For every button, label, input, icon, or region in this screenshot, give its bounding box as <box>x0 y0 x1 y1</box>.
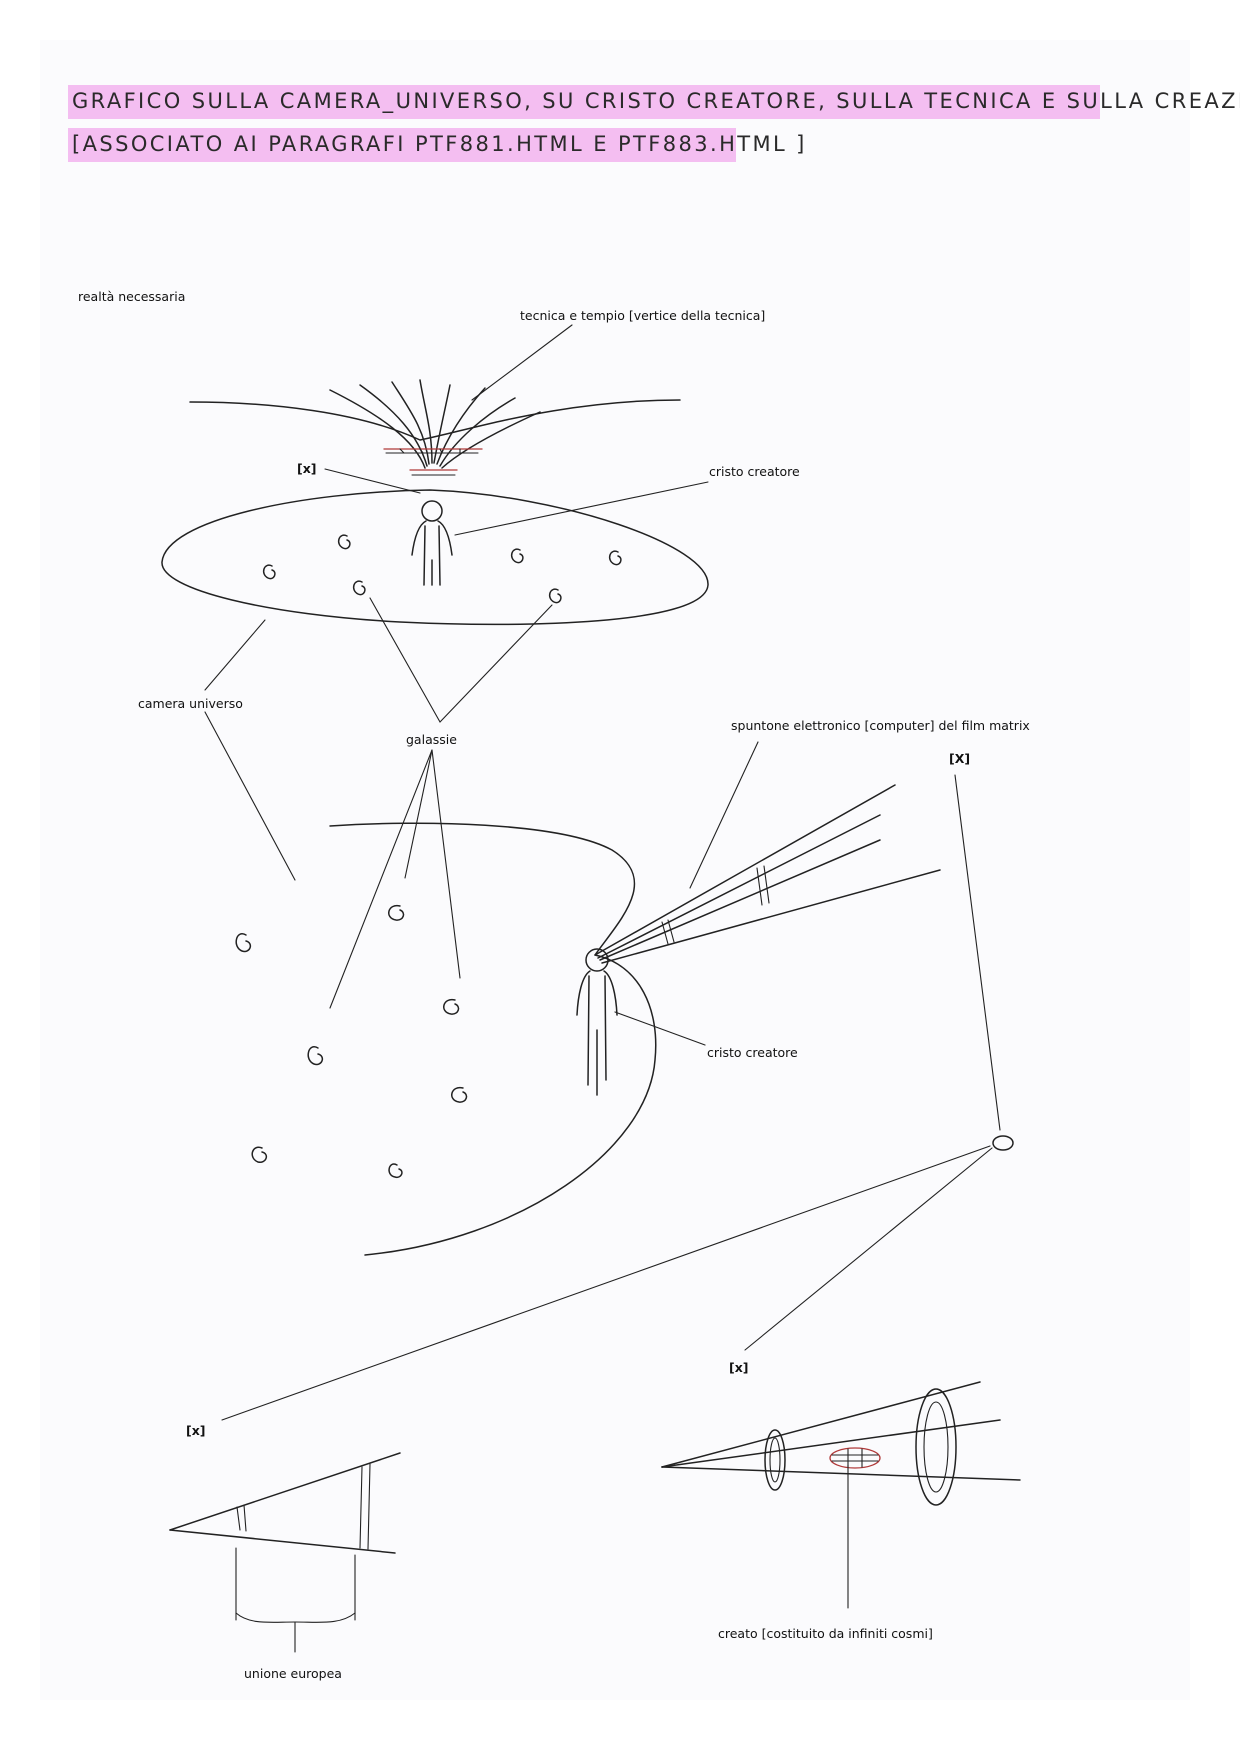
leader-cristo-top <box>454 481 709 536</box>
label-creato: creato [costituito da infiniti cosmi] <box>718 1626 933 1641</box>
leader-galassie-a <box>369 597 441 723</box>
paper-sheet <box>40 40 1190 1700</box>
label-x-top: [x] <box>297 461 317 476</box>
title-highlight-2 <box>68 128 736 162</box>
label-spuntone: spuntone elettronico [computer] del film… <box>731 718 1030 733</box>
leader-camera-top <box>204 619 266 691</box>
title-highlight-1 <box>68 85 1100 119</box>
camera-universo-mid <box>329 822 657 1256</box>
galaxy-spiral-icon <box>235 904 468 1179</box>
label-x-lower-left: [x] <box>186 1423 206 1438</box>
label-galassie: galassie <box>406 732 457 747</box>
tecnica-fan <box>329 379 541 469</box>
page-title: GRAFICO SULLA CAMERA_UNIVERSO, SU CRISTO… <box>72 89 1240 113</box>
label-x-lower-right: [x] <box>729 1360 749 1375</box>
label-x-right: [X] <box>949 751 971 766</box>
leader-tecnica <box>471 324 573 401</box>
leader-x-right <box>954 774 1001 1131</box>
camera-universo-top <box>161 489 709 626</box>
tecnica-rungs <box>383 448 483 476</box>
galaxy-spiral-icon <box>262 534 622 604</box>
leader-spuntone <box>689 741 759 889</box>
leader-cristo-mid <box>614 1011 706 1046</box>
label-cristo-creatore-mid: cristo creatore <box>707 1045 798 1060</box>
leader-camera-mid <box>204 711 296 881</box>
realta-necessaria-curve <box>189 399 681 441</box>
label-realta-necessaria: realtà necessaria <box>78 289 186 304</box>
unione-europea-cone <box>169 1452 401 1653</box>
label-unione-europea: unione europea <box>244 1666 342 1681</box>
label-camera-universo: camera universo <box>138 696 243 711</box>
leader-x-left <box>221 1145 991 1421</box>
leader-galassie-b <box>439 604 553 723</box>
human-figure-icon <box>411 500 453 586</box>
label-cristo-creatore-top: cristo creatore <box>709 464 800 479</box>
label-tecnica-tempio: tecnica e tempio [vertice della tecnica] <box>520 308 766 323</box>
human-figure-icon <box>576 948 618 1096</box>
spuntone-spike <box>594 784 941 964</box>
leader-x-top <box>324 468 421 494</box>
small-universe-ellipse <box>992 1135 1014 1151</box>
page-subtitle: [ASSOCIATO AI PARAGRAFI PTF881.HTML E PT… <box>72 132 807 156</box>
leader-x-lower-right <box>744 1147 993 1351</box>
leader-galassie-mid <box>329 749 461 1009</box>
creato-cone <box>661 1381 1021 1609</box>
